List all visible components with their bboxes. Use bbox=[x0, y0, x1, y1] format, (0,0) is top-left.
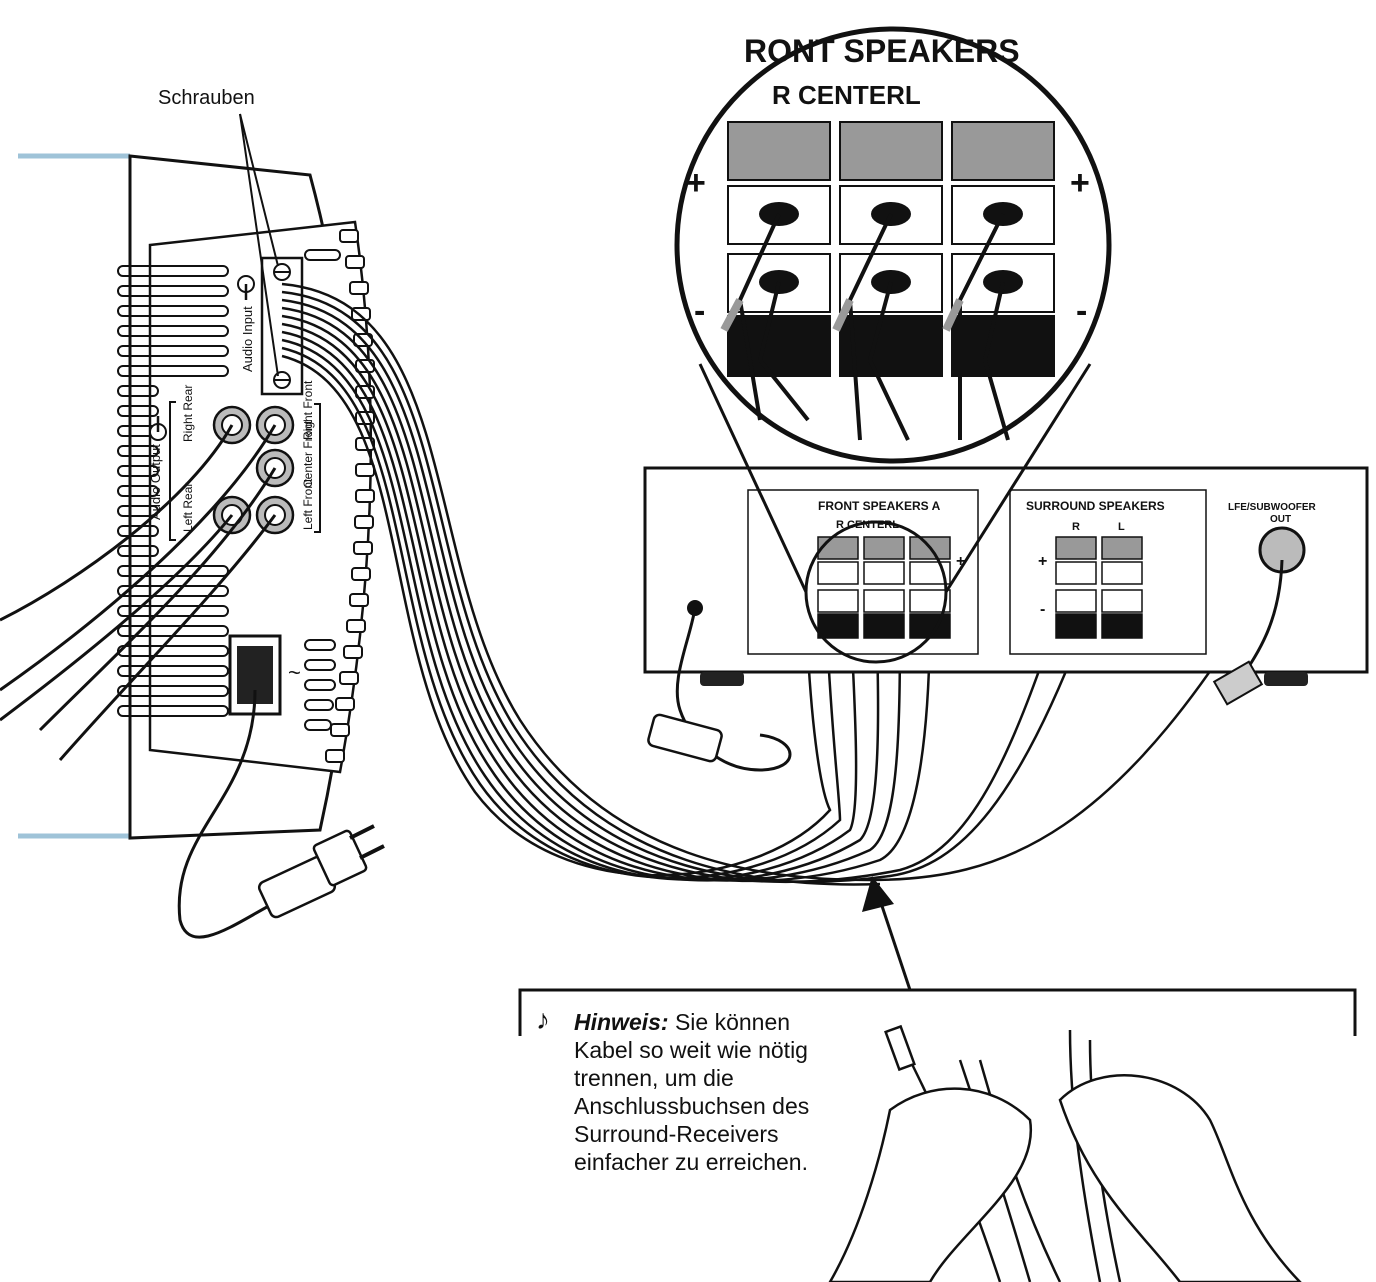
output-arrow-icon bbox=[149, 416, 167, 441]
receiver-back-panel bbox=[643, 466, 1369, 772]
audio-output-label: Audio Output bbox=[148, 444, 163, 520]
left-rear-label: Left Rear bbox=[181, 483, 195, 532]
surround-plus-label: + bbox=[1038, 553, 1047, 570]
note-first-line: Hinweis: Sie können bbox=[574, 1008, 840, 1036]
front-speakers-a-label: FRONT SPEAKERS A bbox=[818, 499, 941, 513]
hands-separating-cables bbox=[828, 1024, 1302, 1282]
audio-input-connector bbox=[260, 256, 304, 396]
surround-minus-label: - bbox=[1040, 601, 1045, 618]
note-title: Hinweis: bbox=[574, 1009, 669, 1035]
rca-cables bbox=[0, 424, 277, 761]
note-line-2: trennen, um die bbox=[574, 1065, 734, 1091]
zoom-minus-left-label: - bbox=[694, 292, 705, 330]
note-callout bbox=[518, 876, 1357, 1036]
center-front-label: Center Front bbox=[301, 420, 315, 488]
power-inlet bbox=[228, 634, 282, 716]
lfe-out-label-line2: OUT bbox=[1270, 514, 1291, 525]
surround-l-label: L bbox=[1118, 521, 1125, 533]
zoom-plus-right-label: + bbox=[1070, 164, 1090, 202]
module-power-cord bbox=[177, 689, 385, 939]
zoom-minus-right-label: - bbox=[1076, 292, 1087, 330]
note-body: Hinweis: Sie können Kabel so weit wie nö… bbox=[574, 1008, 840, 1176]
note-text-block: ♪ Hinweis: Sie können Kabel so weit wie … bbox=[536, 1006, 840, 1176]
note-line-4: Surround-Receivers bbox=[574, 1121, 779, 1147]
zoom-title-label: RONT SPEAKERS bbox=[744, 33, 1020, 69]
front-plus-label: + bbox=[956, 553, 965, 570]
input-arrow-icon bbox=[237, 275, 255, 300]
note-line-0: Sie können bbox=[668, 1009, 791, 1035]
note-line-1: Kabel so weit wie nötig bbox=[574, 1037, 808, 1063]
ac-symbol: ~ bbox=[288, 660, 301, 685]
module-back-panel bbox=[18, 153, 375, 840]
note-music-icon: ♪ bbox=[536, 1004, 550, 1035]
front-speaker-terminals bbox=[817, 536, 951, 639]
vent-slots bbox=[117, 249, 341, 731]
surround-r-label: R bbox=[1072, 521, 1080, 533]
zoom-channels-label: R CENTERL bbox=[772, 80, 921, 110]
audio-input-label: Audio Input bbox=[240, 306, 255, 372]
note-line-5: einfacher zu erreichen. bbox=[574, 1149, 808, 1175]
right-rear-label: Right Rear bbox=[181, 385, 195, 442]
zoom-plus-left-label: + bbox=[686, 164, 706, 202]
cable-bundle bbox=[281, 282, 1282, 886]
front-channels-label: R CENTERL bbox=[836, 519, 899, 531]
surround-speaker-terminals bbox=[1055, 536, 1143, 639]
screws-label: Schrauben bbox=[158, 87, 255, 109]
lfe-out-label-line1: LFE/SUBWOOFER bbox=[1228, 502, 1317, 513]
left-front-label: Left Front bbox=[301, 478, 315, 530]
note-line-3: Anschlussbuchsen des bbox=[574, 1093, 810, 1119]
zoom-magnifier bbox=[674, 26, 1112, 593]
right-front-label: Right Front bbox=[301, 380, 315, 440]
surround-speakers-label: SURROUND SPEAKERS bbox=[1026, 499, 1165, 513]
